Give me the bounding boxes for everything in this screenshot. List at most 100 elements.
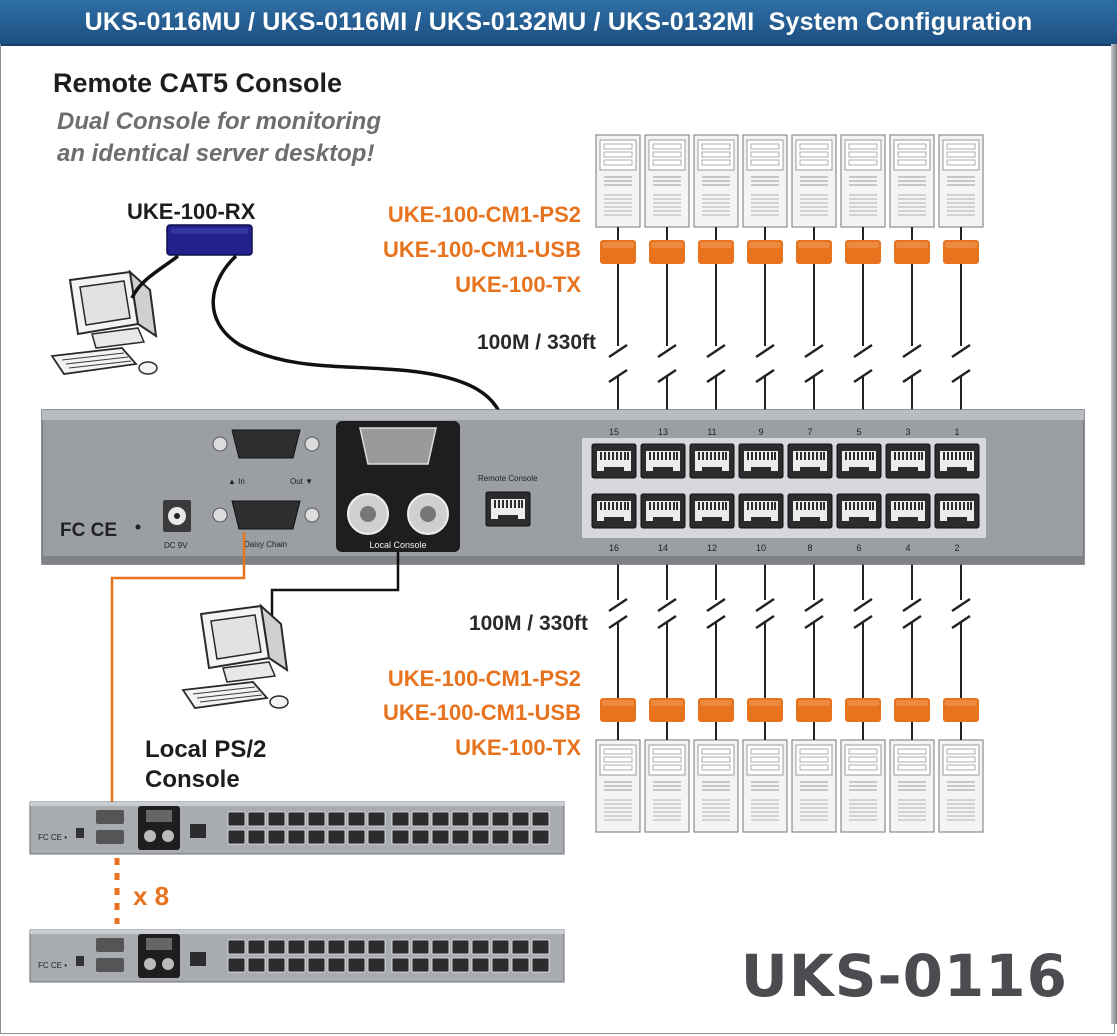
rj45-port-icon (836, 443, 882, 479)
mini-rj45-port (247, 957, 266, 973)
cable-break-mark (755, 597, 775, 613)
mini-rj45-port (391, 957, 410, 973)
server-tower-icon (644, 739, 690, 833)
mini-rj45-port (247, 939, 266, 955)
port-number: 1 (954, 427, 959, 437)
cable-rx-to-pc (130, 254, 180, 299)
mini-rj45-port (451, 939, 470, 955)
fcc-ce-mark: FC CE (60, 520, 117, 541)
server-tower-icon (791, 134, 837, 228)
port-number: 4 (905, 543, 910, 553)
mini-rj45-port (451, 811, 470, 827)
remote-console-subtitle-line2: an identical server desktop! (57, 140, 374, 167)
cascaded-switch-unit (29, 801, 565, 855)
mini-rj45-port (511, 939, 530, 955)
rj45-port-icon (885, 493, 931, 529)
server-tower-icon (889, 739, 935, 833)
cable-break-mark (608, 368, 628, 384)
port-number: 6 (856, 543, 861, 553)
mini-rj45-port (531, 829, 550, 845)
mini-rj45-port (267, 829, 286, 845)
cable-break-mark (951, 614, 971, 630)
mini-rj45-port (347, 811, 366, 827)
port-number: 13 (658, 427, 668, 437)
cat5-extender-icon (649, 698, 685, 722)
cable-break-mark (706, 614, 726, 630)
mini-rj45-port (531, 957, 550, 973)
cable-break-mark (706, 597, 726, 613)
server-tower-icon (693, 739, 739, 833)
mini-rj45-port (431, 939, 450, 955)
top-server-row (595, 134, 984, 420)
bottom-distance-label: 100M / 330ft (469, 612, 588, 635)
mini-rj45-port (367, 939, 386, 955)
cable-break-mark (755, 614, 775, 630)
server-tower-icon (840, 739, 886, 833)
mini-rj45-port (367, 829, 386, 845)
cable-local-console (270, 552, 400, 616)
server-tower-icon (644, 134, 690, 228)
top-label-usb: UKE-100-CM1-USB (383, 237, 581, 262)
header-bar (0, 0, 1117, 46)
dc-label: DC 9V (164, 541, 188, 550)
server-tower-icon (889, 134, 935, 228)
port-number: 9 (758, 427, 763, 437)
cable-break-mark (951, 597, 971, 613)
mini-rj45-port (391, 811, 410, 827)
mini-rj45-port (491, 829, 510, 845)
mini-rj45-port (307, 811, 326, 827)
bottom-label-tx: UKE-100-TX (455, 735, 581, 760)
cat5-extender-icon (894, 698, 930, 722)
server-tower-icon (840, 134, 886, 228)
mini-rj45-port (491, 939, 510, 955)
cable-break-mark (951, 368, 971, 384)
mini-rj45-port (511, 957, 530, 973)
bottom-label-usb: UKE-100-CM1-USB (383, 700, 581, 725)
mini-rj45-port (451, 957, 470, 973)
mini-rj45-port (511, 811, 530, 827)
mini-rj45-port (431, 811, 450, 827)
cat5-extender-icon (649, 240, 685, 264)
cat5-extender-icon (747, 698, 783, 722)
cable-break-mark (902, 368, 922, 384)
crt-computer-icon (182, 605, 289, 709)
cable-break-mark (608, 343, 628, 359)
dc-power-port-icon (163, 500, 191, 532)
local-console-port-label: Local Console (369, 540, 426, 550)
cascaded-switch-unit (29, 929, 565, 983)
rj45-port-icon (934, 443, 980, 479)
cable-break-mark (853, 597, 873, 613)
cable-break-mark (853, 368, 873, 384)
server-tower-icon (791, 739, 837, 833)
crt-computer-icon (51, 271, 158, 375)
cable-break-mark (657, 614, 677, 630)
cat5-extender-icon (845, 240, 881, 264)
ps2-port-icon (347, 493, 389, 535)
rj45-port-icon (640, 493, 686, 529)
cable-break-mark (804, 343, 824, 359)
rj45-port-icon (591, 493, 637, 529)
port-number: 16 (609, 543, 619, 553)
mini-rj45-port (367, 957, 386, 973)
cat5-extender-icon (600, 240, 636, 264)
port-number: 10 (756, 543, 766, 553)
cable-break-mark (804, 614, 824, 630)
receiver-label: UKE-100-RX (127, 199, 256, 224)
cable-break-mark (755, 368, 775, 384)
ps2-port-icon (407, 493, 449, 535)
rj45-port-icon (738, 443, 784, 479)
port-number: 14 (658, 543, 668, 553)
local-console-line2: Console (145, 766, 240, 793)
server-tower-icon (938, 739, 984, 833)
cat5-extender-icon (698, 698, 734, 722)
cable-break-mark (755, 343, 775, 359)
mini-rj45-port (491, 957, 510, 973)
mini-rj45-port (247, 829, 266, 845)
server-tower-icon (693, 134, 739, 228)
server-tower-icon (938, 134, 984, 228)
model-name: UKS-0116 (741, 942, 1068, 1010)
remote-console-title: Remote CAT5 Console (53, 68, 342, 98)
mini-rj45-port (267, 939, 286, 955)
